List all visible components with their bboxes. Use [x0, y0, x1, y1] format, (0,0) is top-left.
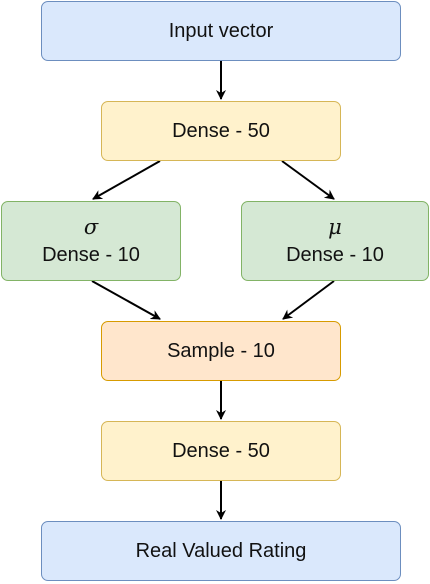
edge-dense1-to-sigma [92, 160, 161, 200]
dense-50-top-label: Dense - 50 [172, 120, 270, 142]
mu-dense-10-label: Dense - 10 [286, 243, 384, 266]
edge-mu-to-sample [282, 280, 335, 320]
real-valued-rating-node: Real Valued Rating [41, 521, 401, 581]
input-vector-label: Input vector [168, 20, 274, 42]
sample-10-label: Sample - 10 [167, 340, 275, 362]
sample-10-node: Sample - 10 [101, 321, 341, 381]
input-vector-node: Input vector [41, 1, 401, 61]
dense-50-bottom-label: Dense - 50 [172, 440, 270, 462]
mu-symbol: μ [328, 215, 342, 240]
edge-dense1-to-mu [281, 160, 335, 200]
sigma-dense-10-node: σ Dense - 10 [1, 201, 181, 281]
real-valued-rating-label: Real Valued Rating [135, 540, 307, 562]
dense-50-node-bottom: Dense - 50 [101, 421, 341, 481]
dense-50-node-top: Dense - 50 [101, 101, 341, 161]
edge-sigma-to-sample [91, 280, 161, 320]
sigma-symbol: σ [83, 215, 99, 240]
mu-dense-10-node: μ Dense - 10 [241, 201, 429, 281]
sigma-dense-10-label: Dense - 10 [42, 243, 140, 266]
